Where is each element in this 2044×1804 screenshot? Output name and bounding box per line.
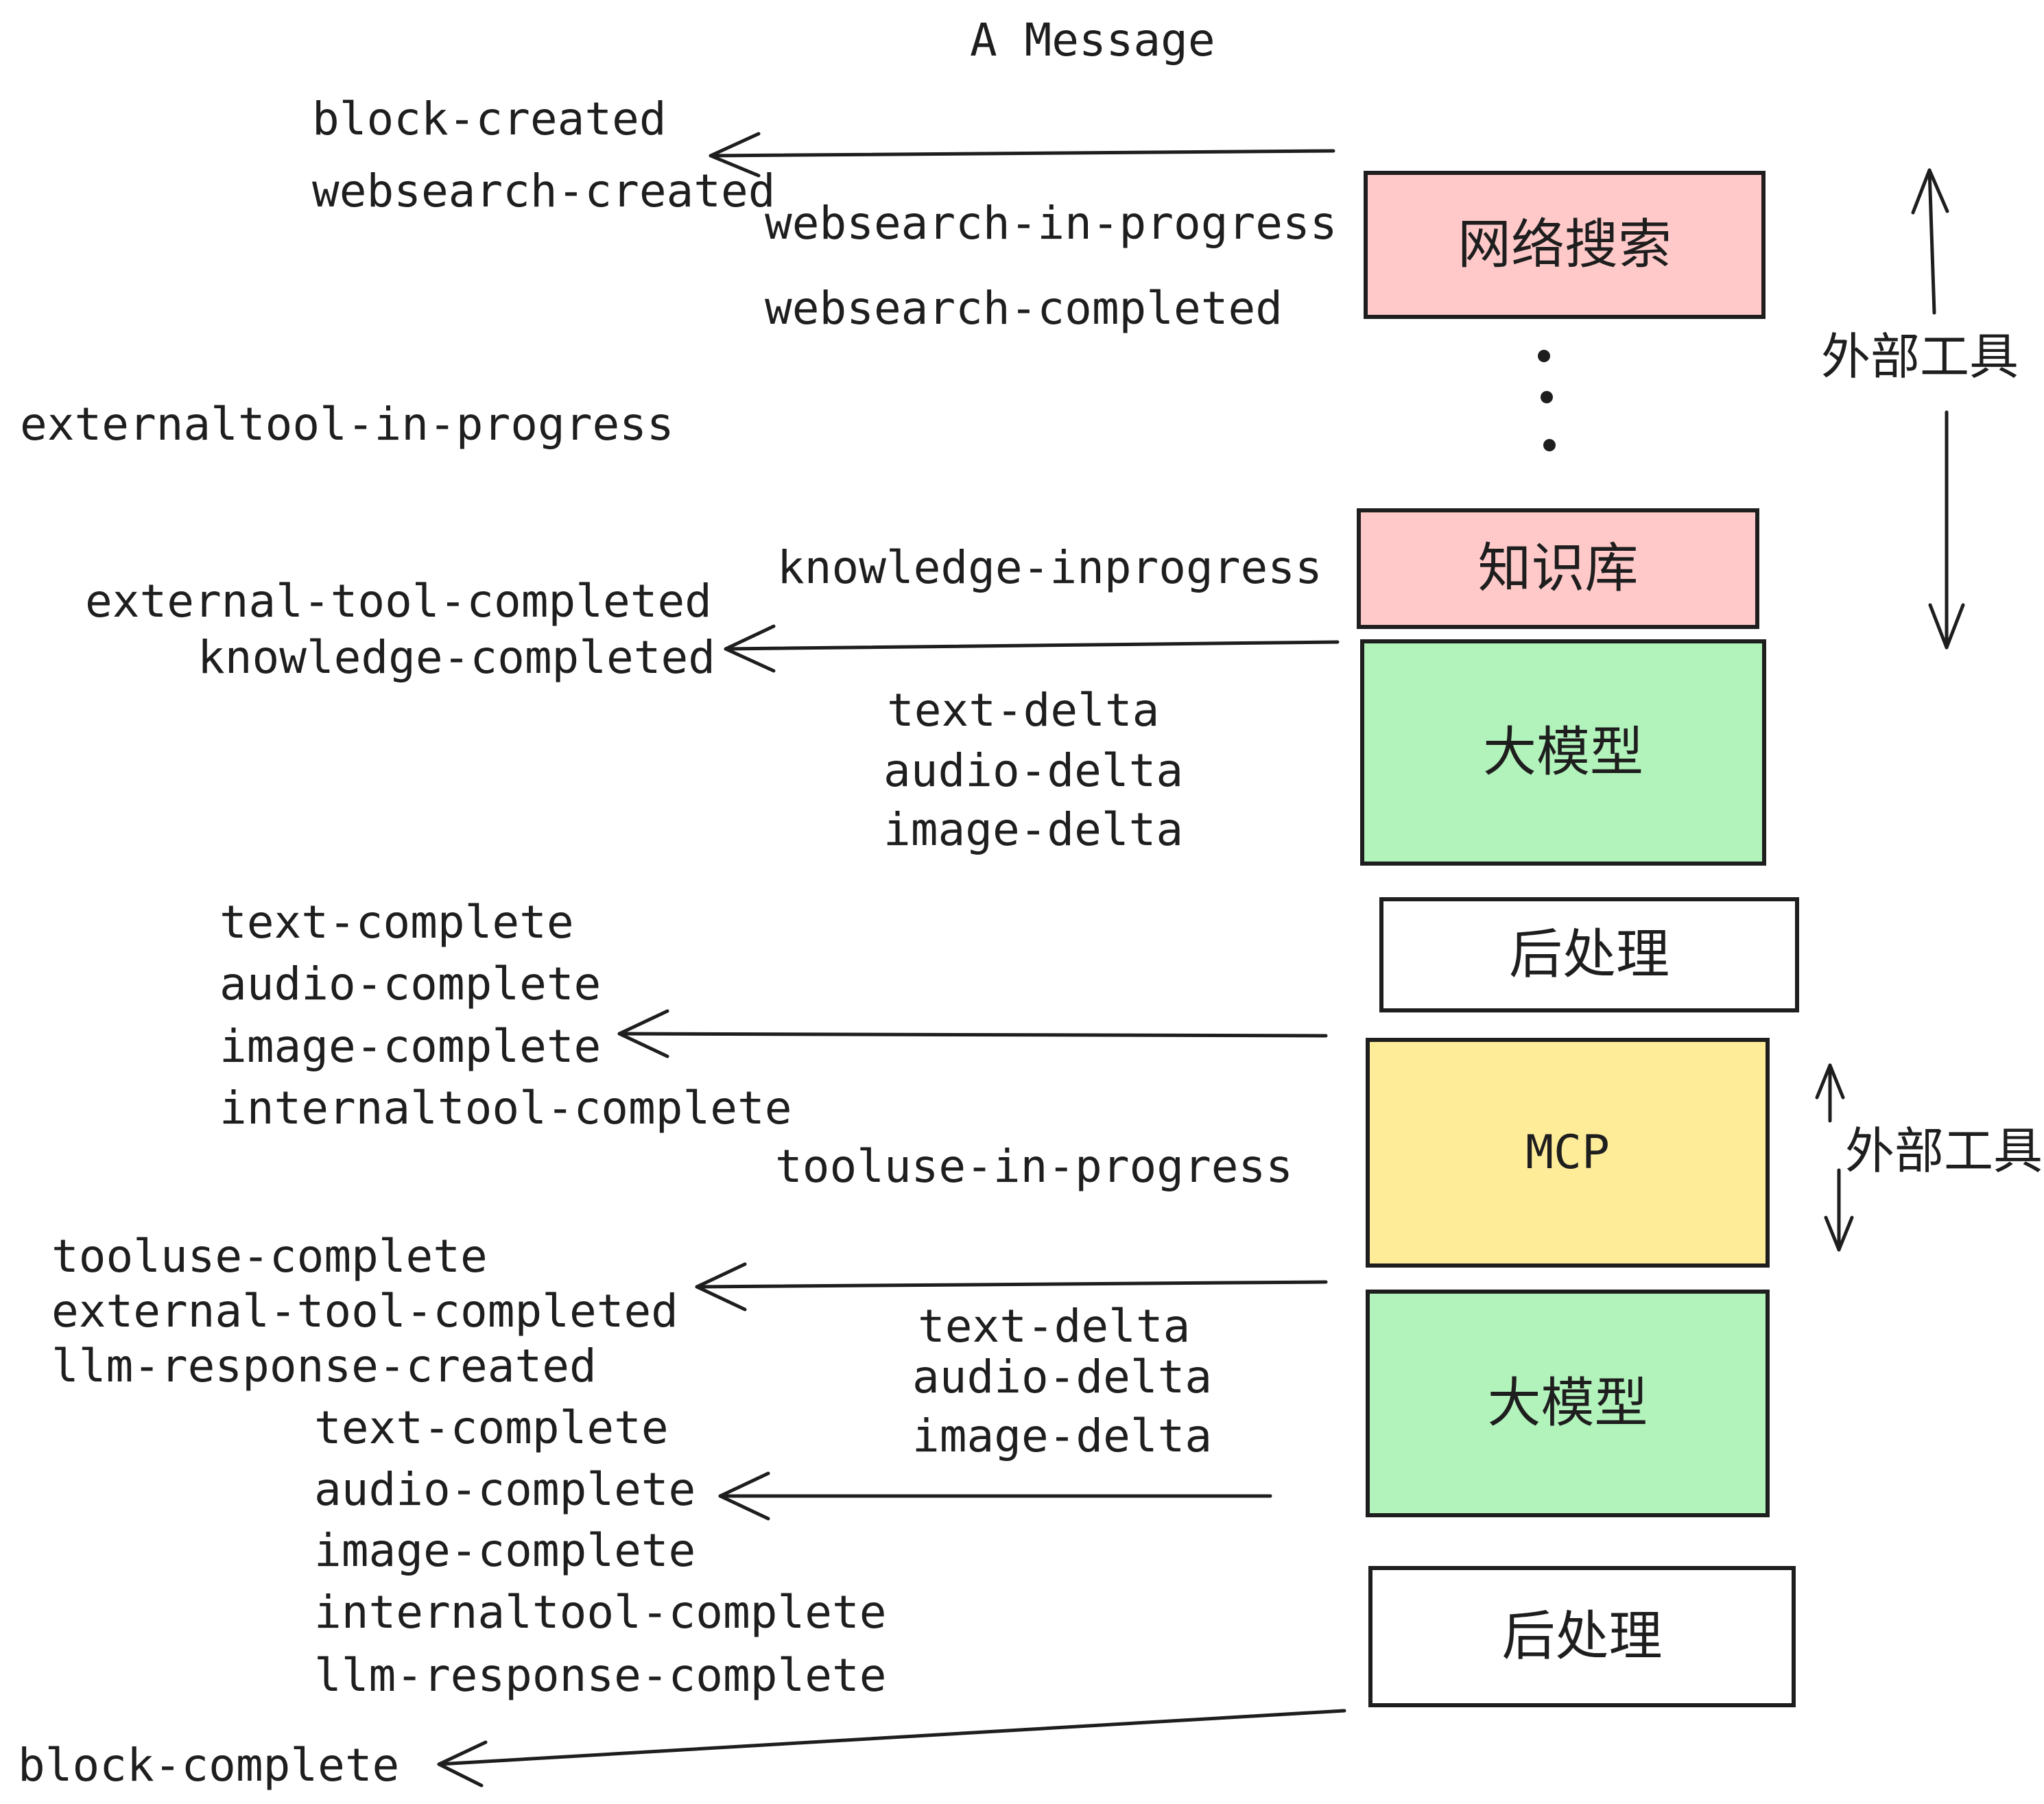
event-label-websearch-created: websearch-created [312, 165, 776, 217]
box-postprocess-1-label: 后处理 [1508, 924, 1669, 986]
event-label-external-tool-completed-1: external-tool-completed [85, 575, 712, 628]
arrow-to-image-complete [617, 1009, 1328, 1058]
event-label-block-complete: block-complete [18, 1739, 400, 1792]
event-label-internaltool-complete-2: internaltool-complete [314, 1586, 887, 1639]
event-label-block-created: block-created [312, 93, 667, 145]
arrow-to-block-created [709, 132, 1335, 178]
box-knowledge: 知识库 [1357, 508, 1759, 629]
external-tools-label-top: 外部工具 [1821, 328, 2019, 385]
event-label-audio-delta-2: audio-delta [912, 1351, 1213, 1403]
external-tools-mid-down-arrow [1824, 1168, 1854, 1252]
event-label-image-complete-1: image-complete [219, 1020, 602, 1073]
box-postprocess-1: 后处理 [1379, 897, 1799, 1012]
event-label-llm-response-created: llm-response-created [51, 1340, 597, 1392]
diagram-title: A Message [970, 14, 1215, 67]
external-tools-top-down-arrow [1928, 410, 1965, 650]
arrow-to-knowledge-completed [724, 624, 1340, 673]
event-label-external-tool-completed-2: external-tool-completed [51, 1285, 678, 1338]
box-websearch-label: 网络搜索 [1457, 214, 1672, 276]
box-websearch: 网络搜索 [1364, 171, 1766, 319]
box-mcp: MCP [1366, 1038, 1770, 1268]
box-llm-2-label: 大模型 [1487, 1373, 1648, 1434]
event-label-text-delta-1: text-delta [887, 684, 1160, 737]
event-label-tooluse-complete: tooluse-complete [51, 1230, 488, 1283]
external-tools-top-up-arrow [1911, 168, 1949, 315]
event-label-websearch-completed: websearch-completed [765, 282, 1283, 335]
event-label-audio-complete-1: audio-complete [219, 958, 602, 1010]
external-tools-label-mid: 外部工具 [1845, 1122, 2043, 1180]
box-postprocess-2-label: 后处理 [1501, 1606, 1663, 1667]
box-llm-1: 大模型 [1360, 639, 1766, 866]
box-postprocess-2: 后处理 [1368, 1566, 1796, 1707]
box-llm-2: 大模型 [1366, 1290, 1770, 1517]
arrow-to-audio-complete [718, 1471, 1272, 1521]
event-label-image-delta-2: image-delta [912, 1410, 1213, 1462]
box-llm-1-label: 大模型 [1482, 722, 1643, 783]
event-label-audio-delta-1: audio-delta [883, 744, 1184, 797]
event-label-knowledge-completed: knowledge-completed [198, 631, 715, 684]
event-label-image-complete-2: image-complete [314, 1524, 696, 1577]
event-label-audio-complete-2: audio-complete [314, 1463, 696, 1516]
event-label-text-complete-2: text-complete [314, 1401, 669, 1454]
event-label-text-delta-2: text-delta [918, 1300, 1191, 1353]
event-label-tooluse-in-progress: tooluse-in-progress [775, 1140, 1293, 1193]
event-label-text-complete-1: text-complete [219, 896, 574, 949]
event-label-image-delta-1: image-delta [883, 803, 1184, 856]
event-label-internaltool-complete-1: internaltool-complete [219, 1082, 792, 1135]
event-label-websearch-in-progress: websearch-in-progress [765, 197, 1338, 250]
arrow-to-block-complete [437, 1709, 1346, 1788]
ellipsis-dot [1543, 439, 1556, 451]
event-label-externaltool-in-progress: externaltool-in-progress [20, 398, 674, 451]
ellipsis-dot [1541, 391, 1553, 403]
event-label-knowledge-inprogress: knowledge-inprogress [777, 541, 1322, 594]
event-label-llm-response-complete: llm-response-complete [314, 1649, 887, 1702]
ellipsis-dot [1538, 350, 1550, 362]
box-knowledge-label: 知识库 [1477, 538, 1639, 600]
box-mcp-label: MCP [1525, 1125, 1610, 1180]
external-tools-mid-up-arrow [1815, 1063, 1845, 1123]
